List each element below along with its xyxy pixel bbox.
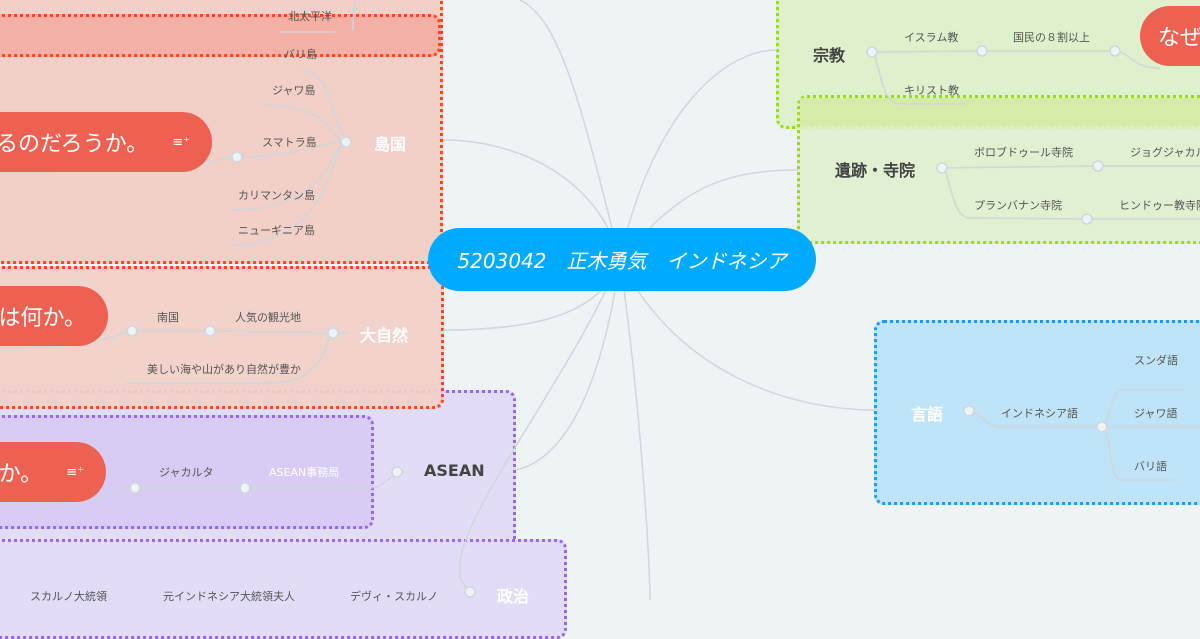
language-group <box>874 320 1200 505</box>
language-topic[interactable]: 言語 <box>911 405 944 424</box>
island-item[interactable]: ジャワ島 <box>272 84 316 97</box>
religion-item[interactable]: キリスト教 <box>904 84 959 97</box>
ocean-label[interactable]: 北太平洋 <box>288 10 332 23</box>
asean-item[interactable]: ASEAN事務局 <box>269 466 340 479</box>
ruins-item[interactable]: ボロブドゥール寺院 <box>974 146 1073 159</box>
ruins-item[interactable]: プランバナン寺院 <box>974 199 1062 212</box>
nature-question[interactable]: は何か。 <box>0 286 108 346</box>
central-topic[interactable]: 5203042 正木勇気 インドネシア <box>428 228 816 291</box>
island-item[interactable]: カリマンタン島 <box>238 189 315 202</box>
politics-item[interactable]: デヴィ・スカルノ <box>350 590 438 603</box>
politics-topic[interactable]: 政治 <box>497 587 530 606</box>
islands-topic[interactable]: 島国 <box>374 135 407 154</box>
religion-item[interactable]: イスラム教 <box>904 31 959 44</box>
nature-item[interactable]: 美しい海や山があり自然が豊か <box>147 363 301 376</box>
question-label: あるのだろうか。 <box>0 132 149 157</box>
island-item[interactable]: バリ島 <box>284 48 317 61</box>
question-label: なぜ <box>1158 26 1200 51</box>
question-label: は何か。 <box>0 306 86 331</box>
nature-item[interactable]: 人気の観光地 <box>235 311 301 324</box>
ruins-item[interactable]: ジョグジャカル <box>1130 146 1200 159</box>
island-item[interactable]: ニューギニア島 <box>238 224 315 237</box>
note-icon[interactable]: ≡⁺ <box>66 464 84 480</box>
religion-item[interactable]: 国民の８割以上 <box>1013 31 1090 44</box>
asean-question[interactable]: のか。 ≡⁺ <box>0 442 106 502</box>
language-item[interactable]: ジャワ語 <box>1134 407 1178 420</box>
island-item[interactable]: スマトラ島 <box>262 136 317 149</box>
ocean-group <box>0 14 441 57</box>
islands-question[interactable]: あるのだろうか。 ≡⁺ <box>0 112 212 172</box>
religion-topic[interactable]: 宗教 <box>813 46 846 65</box>
nature-item[interactable]: 南国 <box>157 311 179 324</box>
language-item[interactable]: インドネシア語 <box>1001 407 1078 420</box>
religion-question[interactable]: なぜ <box>1140 6 1200 66</box>
connector-nodes <box>126 45 1121 598</box>
note-icon[interactable]: ≡⁺ <box>172 134 190 150</box>
question-label: のか。 <box>0 462 43 487</box>
central-topic-label: 5203042 正木勇気 インドネシア <box>457 249 787 273</box>
politics-item[interactable]: スカルノ大統領 <box>30 590 107 603</box>
language-item[interactable]: スンダ語 <box>1134 354 1178 367</box>
ruins-topic[interactable]: 遺跡・寺院 <box>835 161 916 180</box>
language-item[interactable]: バリ語 <box>1134 460 1167 473</box>
asean-item[interactable]: ジャカルタ <box>159 466 214 479</box>
ruins-item[interactable]: ヒンドゥー教寺院 <box>1119 199 1200 212</box>
asean-topic[interactable]: ASEAN <box>424 461 485 480</box>
politics-item[interactable]: 元インドネシア大統領夫人 <box>163 590 295 603</box>
nature-topic[interactable]: 大自然 <box>360 326 409 345</box>
